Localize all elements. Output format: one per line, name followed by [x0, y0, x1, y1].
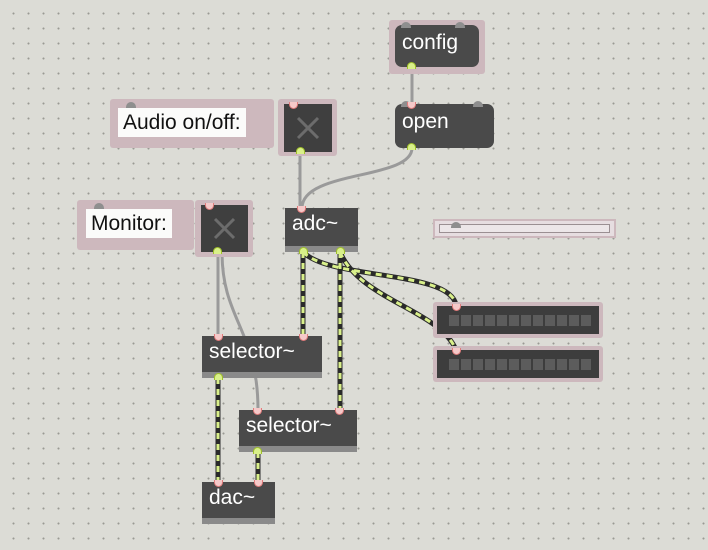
- adc-object-label: adc~: [292, 212, 339, 235]
- cord-adc-meter2: [338, 251, 458, 351]
- open-message[interactable]: open: [395, 101, 494, 150]
- inlet[interactable]: [452, 304, 461, 311]
- outlet[interactable]: [213, 247, 222, 254]
- outlet[interactable]: [214, 373, 223, 380]
- outlet[interactable]: [407, 62, 416, 69]
- comment-flag-icon: [126, 102, 136, 108]
- outlet[interactable]: [253, 447, 262, 454]
- config-message-label: config: [402, 31, 459, 54]
- cord-monitor-toggle-selector2: [220, 250, 260, 412]
- inlet[interactable]: [214, 480, 223, 487]
- inlet[interactable]: [214, 334, 223, 341]
- message-flag-icon: [473, 101, 483, 107]
- monitor-toggle[interactable]: [201, 203, 248, 254]
- inlet[interactable]: [289, 102, 298, 109]
- comment-flag-icon: [94, 203, 104, 209]
- slider-track[interactable]: [439, 224, 610, 233]
- dac-object-label: dac~: [209, 486, 256, 509]
- level-meter-2: [437, 348, 599, 378]
- cord-adc-meter1: [301, 250, 458, 306]
- outlet[interactable]: [336, 247, 345, 254]
- inlet[interactable]: [253, 408, 262, 415]
- open-message-label: open: [402, 110, 449, 133]
- audio-toggle[interactable]: [284, 102, 332, 154]
- x-toggle-icon: [213, 217, 236, 240]
- config-message[interactable]: config: [395, 22, 479, 69]
- outlet[interactable]: [299, 247, 308, 254]
- inlet[interactable]: [452, 348, 461, 355]
- outlet[interactable]: [407, 143, 416, 150]
- message-flag-icon: [401, 101, 411, 107]
- selector-object-2[interactable]: selector~: [239, 408, 357, 454]
- inlet[interactable]: [205, 203, 214, 210]
- message-flag-icon: [455, 22, 465, 28]
- message-flag-icon: [401, 22, 411, 28]
- dac-object[interactable]: dac~: [202, 480, 275, 524]
- inlet[interactable]: [254, 480, 263, 487]
- audio-on-off-comment: Audio on/off:: [118, 108, 246, 137]
- inlet[interactable]: [297, 206, 306, 213]
- level-meter-1: [437, 304, 599, 334]
- inlet[interactable]: [299, 334, 308, 341]
- inlet[interactable]: [407, 102, 416, 109]
- x-toggle-icon: [296, 116, 320, 140]
- outlet[interactable]: [296, 147, 305, 154]
- gain-slider[interactable]: [433, 219, 616, 238]
- selector-object-1[interactable]: selector~: [202, 334, 322, 380]
- monitor-comment: Monitor:: [86, 209, 172, 238]
- adc-object[interactable]: adc~: [285, 206, 358, 254]
- slider-flag-icon: [451, 222, 461, 228]
- selector-object-1-label: selector~: [209, 340, 295, 363]
- cord-open-adc: [300, 146, 414, 210]
- selector-object-2-label: selector~: [246, 414, 332, 437]
- inlet[interactable]: [335, 408, 344, 415]
